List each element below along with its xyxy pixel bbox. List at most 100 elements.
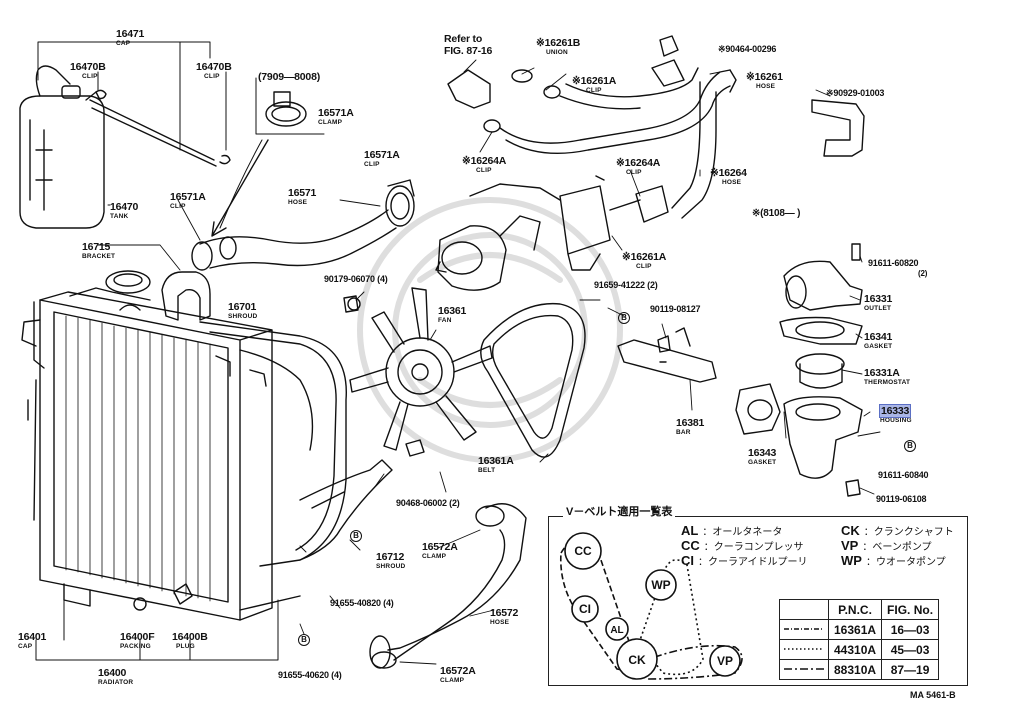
pulley-vp xyxy=(709,645,741,677)
reservoir-tank-drawing xyxy=(19,65,105,229)
table-row: 44310A 45—03 xyxy=(779,639,940,660)
belt-reference-table: P.N.C. FIG. No. 16361A 16—03 44310A 45—0… xyxy=(779,599,940,680)
legend-row-wp: WP：ウオータポンプ xyxy=(841,553,946,568)
line-style-dash-dot xyxy=(779,659,829,680)
table-row: 88310A 87—19 xyxy=(779,659,940,680)
label-90179: 90179-06070 (4) xyxy=(324,274,388,284)
label-91611-60840: 91611-60840 xyxy=(878,470,929,480)
line-style-dotted xyxy=(779,639,829,660)
water-pump-drawing xyxy=(435,183,561,291)
figure-reference-code: MA 5461-B xyxy=(910,690,956,700)
pulley-ci xyxy=(571,595,599,623)
pulley-ci-label: CI xyxy=(579,602,591,616)
marker-b-icon: B xyxy=(350,530,362,542)
v-belt-drawing xyxy=(480,302,586,458)
legend-title: V－ベルト適用一覧表 xyxy=(563,503,676,519)
table-cell-fig: 16—03 xyxy=(881,619,940,640)
bolt-drawing xyxy=(343,295,671,353)
radiator-drawing xyxy=(21,287,301,661)
label-90468: 90468-06002 (2) xyxy=(396,498,460,508)
pulley-vp-label: VP xyxy=(717,654,733,668)
marker-b-icon: B xyxy=(618,312,630,324)
valve-block-drawing xyxy=(559,175,641,271)
bypass-hose-drawing xyxy=(447,35,737,223)
legend-row-ck: CK：クランクシャフト xyxy=(841,523,954,538)
thermostat-group-drawing xyxy=(735,243,863,497)
lower-shroud-drawing xyxy=(299,459,393,561)
pulley-ck-label: CK xyxy=(628,653,646,667)
table-header-pnc: P.N.C. xyxy=(827,599,883,620)
label-91611-60820: 91611-60820(2) xyxy=(868,258,928,278)
pulley-al xyxy=(605,617,629,641)
legend-row-cc: CC：クーラコンプレッサ xyxy=(681,538,804,553)
leader-lines xyxy=(97,59,881,665)
pulley-ck xyxy=(616,638,658,680)
overflow-hose-drawing xyxy=(89,99,217,167)
pulley-layout-diagram: CC CI AL WP CK VP xyxy=(559,532,743,680)
legend-row-ci: CI：クーラアイドルプーリ xyxy=(681,553,808,568)
label-91655-40620: 91655-40620 (4) xyxy=(278,670,342,680)
shroud-drawing xyxy=(199,321,347,567)
watermark-emblem xyxy=(357,197,623,463)
table-cell-fig: 87—19 xyxy=(881,659,940,680)
table-cell-pnc: 44310A xyxy=(827,639,883,660)
pulley-wp xyxy=(645,569,677,601)
table-header-row: P.N.C. FIG. No. xyxy=(779,599,940,620)
label-91655-40820: 91655-40820 (4) xyxy=(330,598,394,608)
upper-hose-drawing xyxy=(191,179,415,271)
pulley-al-label: AL xyxy=(610,625,623,636)
legend-row-vp: VP：ベーンポンプ xyxy=(841,538,932,553)
line-style-dashed xyxy=(779,619,829,640)
label-90119-08127: 90119-08127 xyxy=(650,304,701,314)
v-belt-application-legend: V－ベルト適用一覧表 CC CI AL WP CK VP AL：オールタネータ … xyxy=(548,503,968,686)
lower-hose-drawing xyxy=(369,503,527,669)
table-cell-fig: 45—03 xyxy=(881,639,940,660)
adjusting-bar-drawing xyxy=(617,327,717,383)
table-cell-pnc: 88310A xyxy=(827,659,883,680)
drain-plug-drawing xyxy=(133,583,193,611)
label-7909-8008: (7909—8008) xyxy=(258,71,321,83)
marker-b-icon: B xyxy=(904,440,916,452)
marker-b-icon: B xyxy=(298,634,310,646)
label-91659: 91659-41222 (2) xyxy=(594,280,658,290)
label-90119-06108: 90119-06108 xyxy=(876,494,927,504)
table-row: 16361A 16—03 xyxy=(779,619,940,640)
table-header-line xyxy=(779,599,829,620)
leader-lines-top xyxy=(37,41,227,206)
label-8108: ※(8108— ) xyxy=(752,208,801,219)
bracket-drawing xyxy=(105,270,211,321)
hose-bracket-drawing xyxy=(811,99,865,157)
